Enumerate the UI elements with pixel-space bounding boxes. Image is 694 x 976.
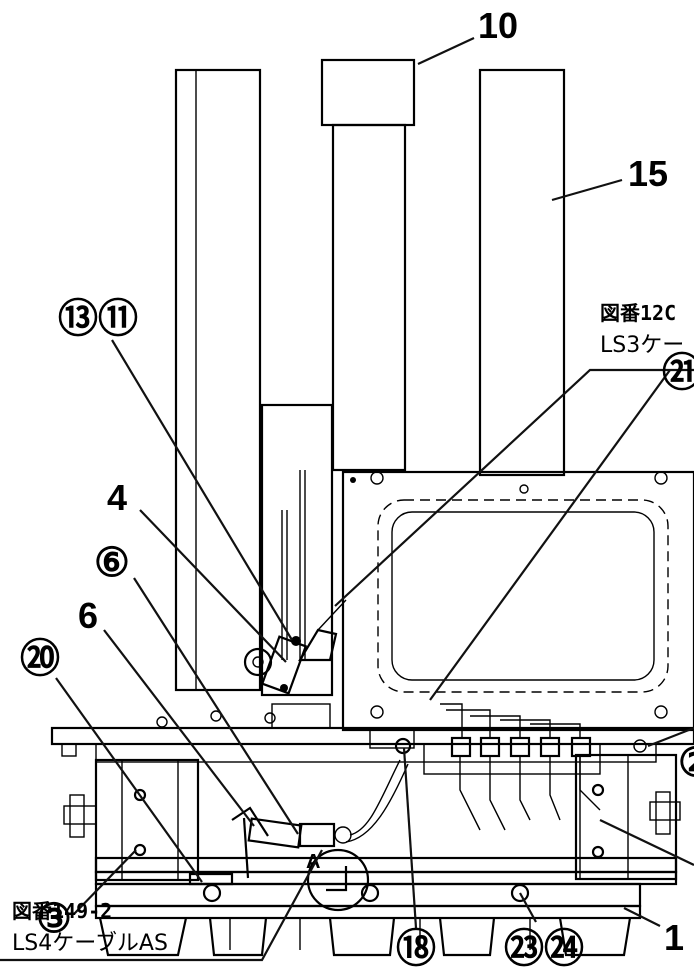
callout-20: ⑳ <box>20 635 60 682</box>
ls4-leader <box>0 849 323 962</box>
leader-circ-6 <box>133 577 299 835</box>
ls3-leader <box>334 368 694 607</box>
callout-23-24: ㉓㉔ <box>504 925 584 972</box>
limit-switch-ls3 <box>260 599 347 695</box>
detail-a-label: A <box>306 851 320 873</box>
ref-ls4-code: 図番149-2 <box>12 899 112 923</box>
bottom-cups <box>94 904 642 957</box>
ref-ls4-name: LS4ケーブルAS <box>12 931 168 956</box>
callout-1: 1 <box>664 917 684 958</box>
leader-15 <box>551 178 623 202</box>
guide-rails <box>94 856 678 908</box>
leader-3 <box>73 849 137 915</box>
leader-6 <box>103 629 255 827</box>
leader-10 <box>417 37 475 65</box>
leader-2 <box>647 726 694 748</box>
column-right <box>478 68 566 477</box>
mounting-plate <box>50 703 694 775</box>
leader-bracket-right <box>599 819 694 866</box>
callout-4: 4 <box>107 477 127 518</box>
callout-2: ② <box>678 739 694 786</box>
column-left <box>174 68 262 692</box>
callout-circ-6: ⑥ <box>94 539 130 586</box>
leader-1 <box>623 907 661 927</box>
callout-6: 6 <box>78 595 98 636</box>
callout-13-11: ⑬⑪ <box>58 295 138 342</box>
leader-23-24 <box>519 892 537 923</box>
callout-10: 10 <box>478 5 518 46</box>
column-center <box>320 58 416 472</box>
callout-18: ⑱ <box>396 925 436 972</box>
callout-3: ③ <box>36 895 72 942</box>
detail-a-marker: A <box>306 848 370 912</box>
control-box <box>341 470 694 732</box>
callout-15: 15 <box>628 153 668 194</box>
ref-ls3-code: 図番12C <box>600 301 676 325</box>
cable-glands <box>369 703 647 831</box>
callout-21: ㉑ <box>662 349 694 396</box>
leader-4 <box>139 509 287 663</box>
leader-21 <box>429 369 671 701</box>
side-bracket-left <box>63 758 200 882</box>
leader-20 <box>55 677 203 883</box>
limit-switch-ls4 <box>231 759 409 879</box>
leader-18 <box>402 747 418 929</box>
leader-13-11 <box>111 339 293 641</box>
ref-ls3-name: LS3ケー <box>600 333 684 358</box>
cap-part-10 <box>320 58 416 127</box>
bracket-center <box>243 403 334 697</box>
